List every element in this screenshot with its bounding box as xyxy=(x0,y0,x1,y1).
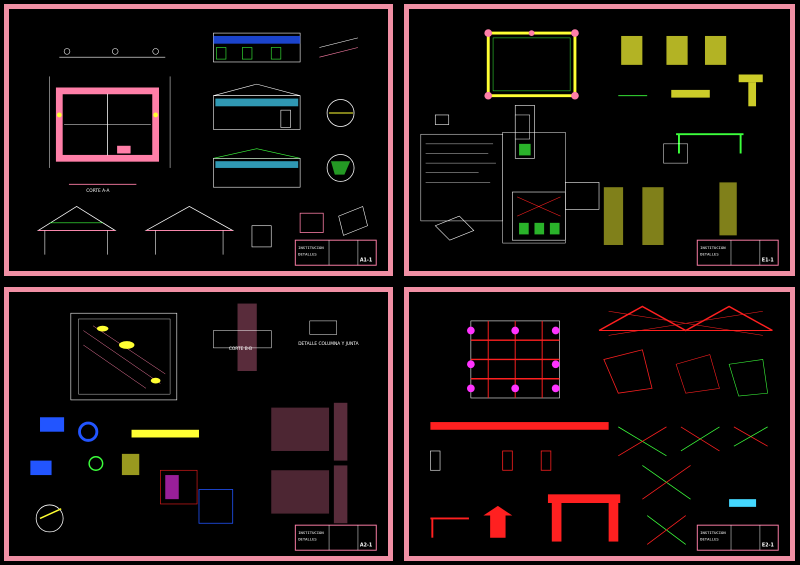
section-label: CORTE B-B xyxy=(229,346,252,352)
titleblock-code: A2-1 xyxy=(360,542,372,548)
sheet-2-drawing: INSTITUCION DETALLES E1-1 xyxy=(420,29,779,266)
titleblock-code: A1-1 xyxy=(360,257,372,263)
titleblock-code: E1-1 xyxy=(762,257,774,263)
titleblock-detail: DETALLES xyxy=(700,252,719,257)
blue-details xyxy=(30,417,234,533)
sheet-3-drawing: CORTE B-B DETALLE COLUMNA Y JUNTA INSTIT… xyxy=(30,303,377,551)
titleblock-project: INSTITUCION xyxy=(700,245,726,250)
titleblock-detail: DETALLES xyxy=(298,537,317,542)
sheet-structural-2[interactable]: INSTITUCION DETALLES E2-1 xyxy=(404,287,795,561)
foundation-plan xyxy=(484,29,579,100)
details-right xyxy=(319,37,358,182)
title-block: INSTITUCION DETALLES A1-1 xyxy=(294,239,377,266)
elevations xyxy=(213,32,301,188)
roof-plan xyxy=(70,312,178,401)
detail-label: DETALLE COLUMNA Y JUNTA xyxy=(298,341,358,347)
sheet-architectural-2[interactable]: CORTE B-B DETALLE COLUMNA Y JUNTA INSTIT… xyxy=(4,287,393,561)
title-block: INSTITUCION DETALLES E1-1 xyxy=(696,239,779,266)
titleblock-detail: DETALLES xyxy=(700,537,719,542)
title-block: INSTITUCION DETALLES E2-1 xyxy=(696,524,779,551)
title-block: INSTITUCION DETALLES A2-1 xyxy=(294,524,377,551)
titleblock-detail: DETALLES xyxy=(298,252,317,257)
beam-elevation xyxy=(430,422,609,471)
section-label: CORTE A-A xyxy=(86,188,109,194)
sheet-1-drawing: CORTE A-A INSTITUCION DETALLES A1-1 xyxy=(36,32,377,266)
sheet-4-drawing: INSTITUCION DETALLES E2-1 xyxy=(430,305,779,551)
beam-details xyxy=(514,114,744,245)
titleblock-code: E2-1 xyxy=(762,542,774,548)
sheet-architectural-1[interactable]: CORTE A-A INSTITUCION DETALLES A1-1 xyxy=(4,4,393,276)
roof-framing-plan xyxy=(467,320,560,399)
titleblock-project: INSTITUCION xyxy=(298,245,324,250)
titleblock-project: INSTITUCION xyxy=(298,530,324,535)
sheet-structural-1[interactable]: INSTITUCION DETALLES E1-1 xyxy=(404,4,795,276)
wall-sections xyxy=(213,303,348,524)
footing-details xyxy=(618,35,763,107)
connection-details xyxy=(618,426,768,545)
titleblock-project: INSTITUCION xyxy=(700,530,726,535)
truss-elevation xyxy=(598,305,773,397)
floor-plan xyxy=(49,48,171,185)
sections xyxy=(36,206,368,255)
portal-frame xyxy=(430,494,621,542)
column-details xyxy=(512,105,566,241)
